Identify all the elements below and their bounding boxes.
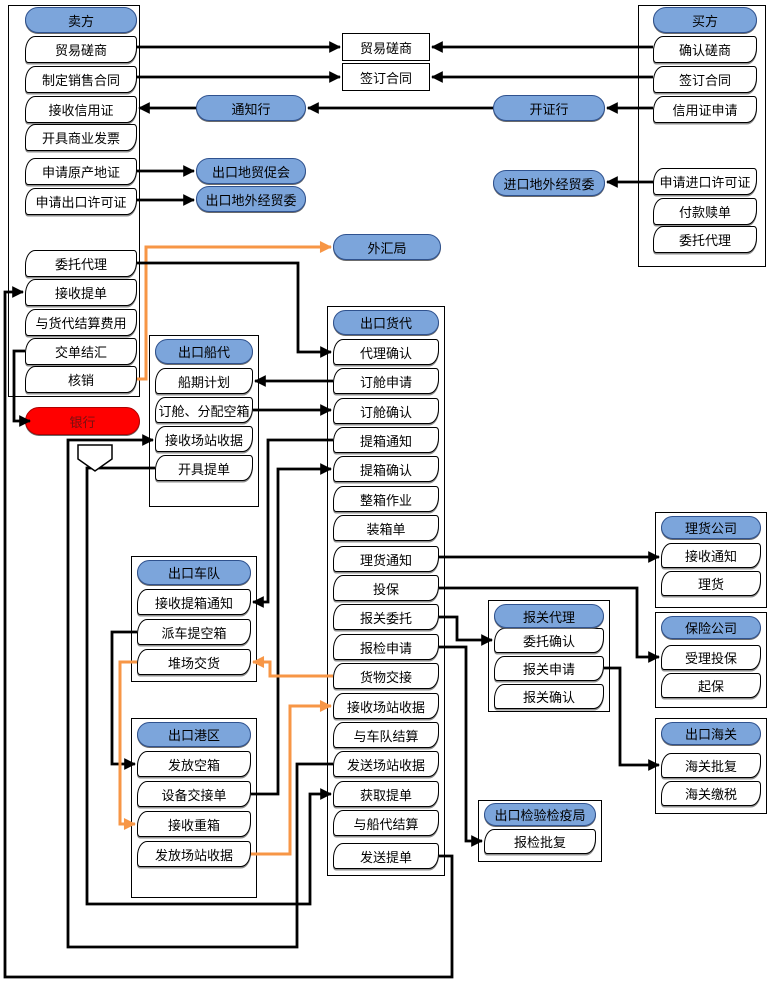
customs_broker-row-1: 报关申请 [494,656,604,681]
buyer-row-1: 签订合同 [653,66,757,93]
insurance_company-row-1: 起保 [661,673,761,698]
buyer-row-4: 付款赎单 [653,198,757,225]
forwarder-row-8: 投保 [333,575,439,601]
seller-row-8: 与货代结算费用 [25,309,137,336]
inspection_bureau-title: 出口检验检疫局 [484,803,596,826]
forwarder-row-12: 接收场站收据 [333,693,439,719]
seller-row-10: 核销 [25,366,137,393]
forwarder-row-16: 与船代结算 [333,810,439,836]
forwarder-row-5: 整箱作业 [333,486,439,512]
buyer-row-5: 委托代理 [653,226,757,253]
center-box-1: 签订合同 [342,63,430,91]
edge-16 [251,463,332,796]
import_moftec-node: 进口地外经贸委 [493,170,605,196]
buyer-row-0: 确认磋商 [653,36,757,63]
seller-row-4: 申请原产地证 [25,158,137,185]
edge-20 [604,666,660,771]
forwarder-row-0: 代理确认 [333,339,439,365]
export_customs-title: 出口海关 [661,722,761,745]
center-box-0: 贸易磋商 [342,33,430,61]
tally_company-row-0: 接收通知 [661,543,761,568]
port_area-title: 出口港区 [137,722,251,747]
buyer-title: 买方 [653,7,757,33]
forwarder-row-4: 提箱确认 [333,456,439,482]
off-page-connector-icon [77,444,113,472]
ccpit-node: 出口地贸促会 [196,158,306,184]
port_area-row-3: 发放场站收据 [137,841,251,867]
forwarder-row-2: 订舱确认 [333,398,439,424]
port_area-row-2: 接收重箱 [137,811,251,837]
seller-row-6: 委托代理 [25,250,137,277]
ship_agent-row-2: 接收场站收据 [155,426,253,452]
ship_agent-row-0: 船期计划 [155,368,253,394]
edge-28 [251,700,332,856]
export_customs-row-1: 海关缴税 [661,781,761,806]
forwarder-row-3: 提箱通知 [333,427,439,453]
customs_broker-title: 报关代理 [494,604,604,628]
issue_bank-node: 开证行 [493,95,605,121]
seller-title: 卖方 [25,7,137,33]
tally_company-row-1: 理货 [661,571,761,596]
customs_broker-row-0: 委托确认 [494,628,604,653]
seller-row-9: 交单结汇 [25,338,137,365]
truck_fleet-row-0: 接收提箱通知 [137,589,251,615]
seller-row-7: 接收提单 [25,279,137,306]
port_area-row-0: 发放空箱 [137,751,251,777]
forwarder-row-13: 与车队结算 [333,722,439,748]
buyer-row-3: 申请进口许可证 [653,168,757,195]
truck_fleet-row-1: 派车提空箱 [137,619,251,645]
forwarder-row-11: 货物交接 [333,663,439,689]
bank-node: 银行 [25,407,140,435]
seller-row-2: 接收信用证 [25,96,137,123]
buyer-row-2: 信用证申请 [653,96,757,123]
seller-row-0: 贸易磋商 [25,36,137,63]
forwarder-row-14: 发送场站收据 [333,751,439,777]
edge-14 [252,438,333,608]
edge-19 [439,615,493,646]
seller-row-1: 制定销售合同 [25,66,137,93]
seller-row-5: 申请出口许可证 [25,188,137,215]
insurance_company-title: 保险公司 [661,616,761,639]
forwarder-row-9: 报关委托 [333,604,439,630]
safe-node: 外汇局 [333,234,441,260]
forwarder-title: 出口货代 [333,310,439,335]
truck_fleet-title: 出口车队 [137,560,251,585]
insurance_company-row-0: 受理投保 [661,645,761,670]
seller-row-3: 开具商业发票 [25,124,137,151]
ship_agent-row-3: 开具提单 [155,455,253,481]
forwarder-row-17: 发送提单 [333,843,439,869]
forwarder-row-7: 理货通知 [333,546,439,572]
forwarder-row-6: 装箱单 [333,515,439,541]
ship_agent-row-1: 订舱、分配空箱 [155,397,253,423]
inspection_bureau-row-0: 报检批复 [484,829,596,854]
port_area-row-1: 设备交接单 [137,781,251,807]
export_customs-row-0: 海关批复 [661,753,761,778]
edge-21 [439,645,483,847]
forwarder-row-10: 报检申请 [333,634,439,660]
notify_bank-node: 通知行 [196,95,306,121]
customs_broker-row-2: 报关确认 [494,684,604,709]
edge-26 [252,656,333,678]
forwarder-row-1: 订舱申请 [333,368,439,394]
tally_company-title: 理货公司 [661,516,761,539]
export_moftec-node: 出口地外经贸委 [196,186,306,212]
truck_fleet-row-2: 堆场交货 [137,649,251,675]
ship_agent-title: 出口船代 [155,339,253,364]
forwarder-row-15: 获取提单 [333,781,439,807]
